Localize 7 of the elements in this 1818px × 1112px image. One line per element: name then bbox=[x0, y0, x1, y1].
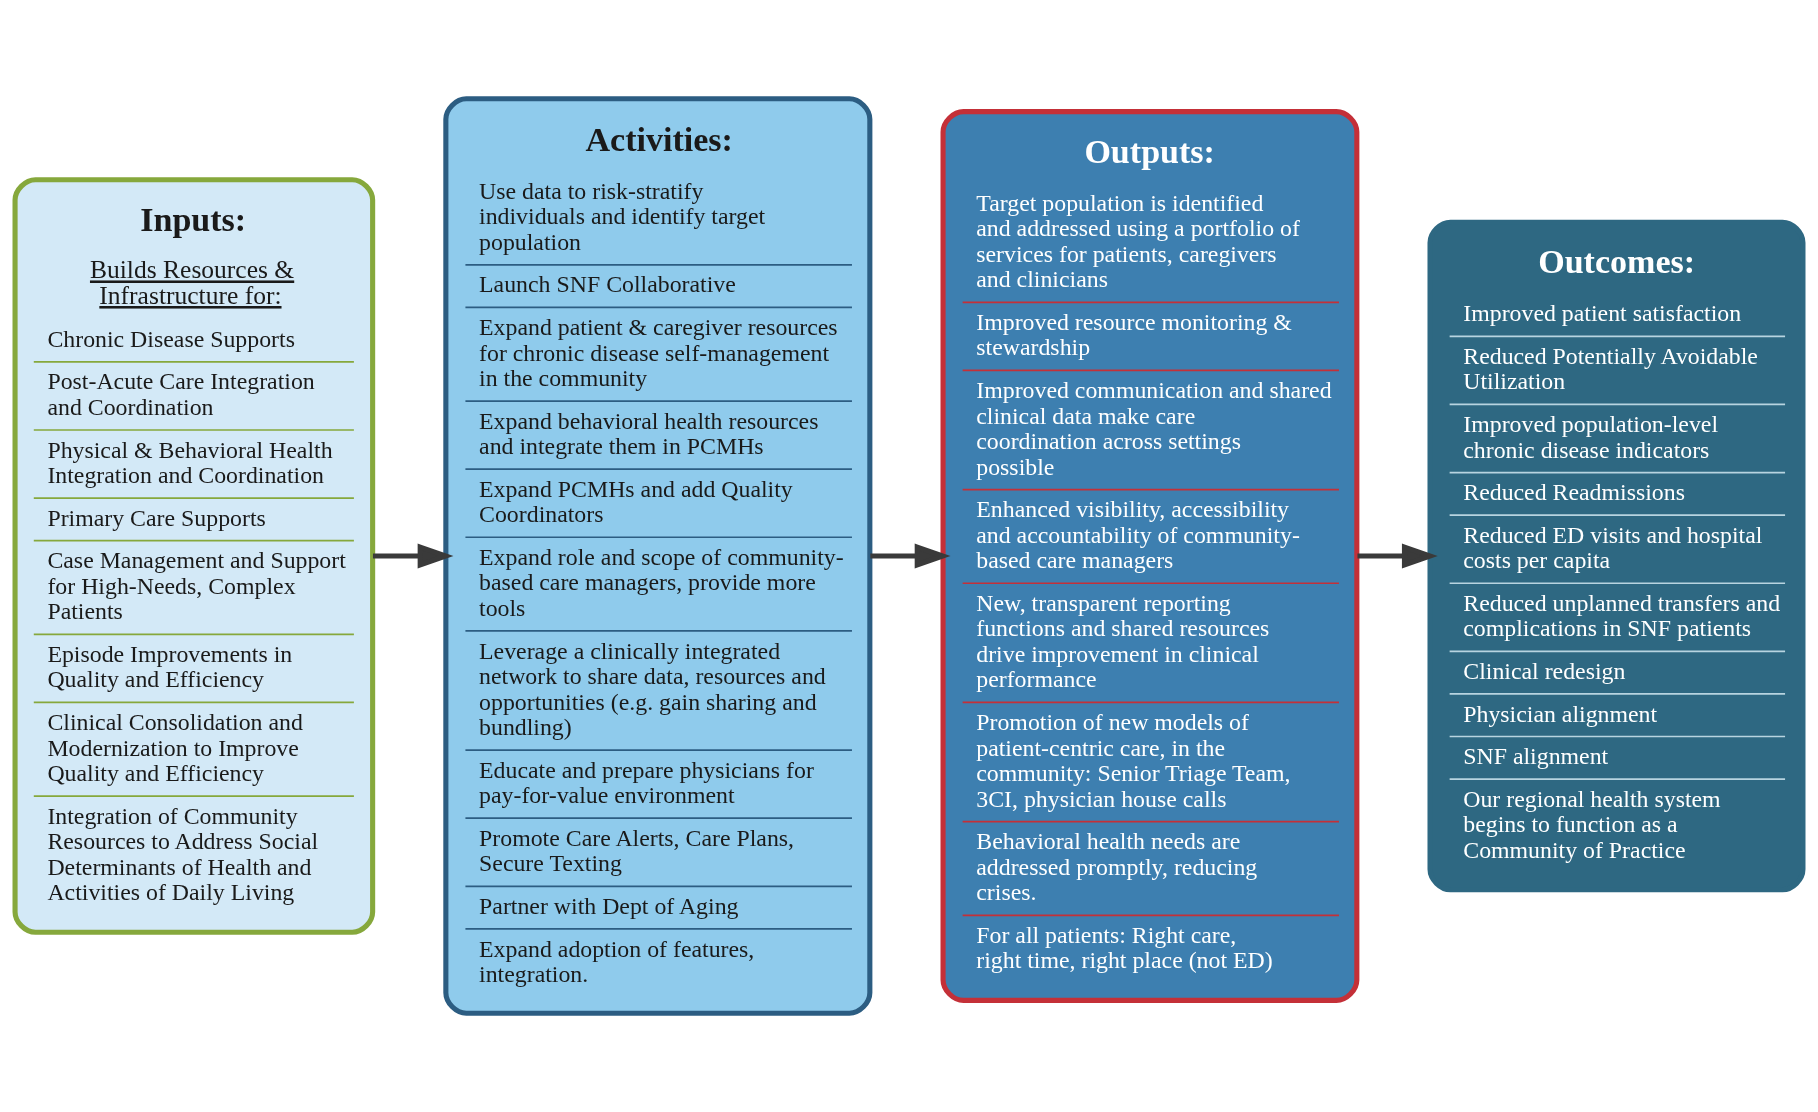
arrow bbox=[1357, 543, 1438, 569]
arrow bbox=[372, 543, 454, 569]
node-box: Outcomes: Improved patient satisfaction Reduced Potentially Avoidable Utilization Improved population-level chronic disease indicators Reduced Readmissions Reduced ED visits and hospital costs per capita Reduced unplanned transfers and complications in SNF patients Clinical redesign Physician alignment SNF alignment Our regional health system begins to function as a Community of Practice bbox=[1427, 219, 1806, 893]
node-box: Outputs: Target population is identified and addressed using a portfolio of services for patients, caregivers and clinicians Improved resource monitoring & stewardship Improved communication and shared clinical data make care coordination across settings possible Enhanced visibility, accessibility and accountability of community-based care managers New, transparent reporting functions and shared resources drive improvement in clinical performance Promotion of new models of patient-centric care, in the community: Senior Triage Team, 3CI, physician house calls Behavioral health needs are addressed promptly, reducing crises. For all patients: Right care, right time, right place (not ED) bbox=[940, 109, 1360, 1003]
node-box: Inputs: Builds Resources & Infrastructure for: Chronic Disease Supports Post-Acute Care Integration and Coordination Physical & Behavioral Health Integration and Coordination Primary Care Supports Case Management and Support for High-Needs, Complex Patients Episode Improvements in Quality and Efficiency Clinical Consolidation and Modernization to Improve Quality and Efficiency Integration of Community Resources to Address Social Determinants of Health and Activities of Daily Living bbox=[12, 177, 376, 935]
node-box: Activities: Use data to risk-stratify individuals and identify target population Launch SNF Collaborative Expand patient & caregiver resources for chronic disease self-management in the community Expand behavioral health resources and integrate them in PCMHs Expand PCMHs and add Quality Coordinators Expand role and scope of community-based care managers, provide more tools Leverage a clinically integrated network to share data, resources and opportunities (e.g. gain sharing and bundling) Educate and prepare physicians for pay-for-value environment Promote Care Alerts, Care Plans, Secure Texting Partner with Dept of Aging Expand adoption of features, integration. bbox=[443, 96, 873, 1016]
arrow bbox=[870, 543, 951, 569]
